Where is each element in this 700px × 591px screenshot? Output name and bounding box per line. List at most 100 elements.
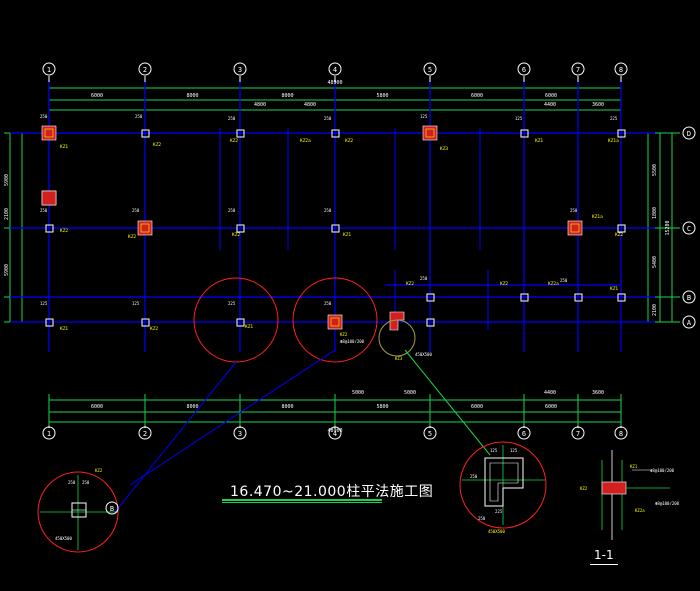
- dim-text-left: 5900: [4, 264, 10, 276]
- column-square: [331, 129, 340, 138]
- section-tag: KZ2: [580, 486, 588, 491]
- callout-circle-3: [378, 319, 416, 357]
- dim-text-right: 2100: [652, 304, 658, 316]
- section-label: 1-1: [594, 548, 614, 562]
- axis-bubble-bottom: [423, 426, 437, 440]
- dim-text-left: 5900: [4, 174, 10, 186]
- axis-bubble-bottom: [517, 426, 531, 440]
- column-dim: 250: [324, 208, 332, 213]
- axis-bubble-top: [138, 62, 152, 76]
- axis-bubble-top: [233, 62, 247, 76]
- column-dim: 225: [228, 301, 236, 306]
- column-dim: 250: [135, 114, 143, 119]
- leader-line: [114, 361, 237, 513]
- column-rebar: [44, 128, 54, 138]
- column-highlight: [41, 125, 57, 141]
- section-dim: Φ8@100/200: [650, 468, 675, 473]
- axis-label-bottom: 1: [47, 430, 51, 438]
- dim-sub-bottom: 5000: [352, 390, 364, 396]
- axis-label-bottom: 2: [143, 430, 147, 438]
- axis-label-top: 5: [428, 66, 432, 74]
- callouts: [114, 277, 491, 513]
- dim-sub-top: 3600: [592, 102, 604, 108]
- axis-bubble-top: [42, 62, 56, 76]
- dim-text-bottom: 6000: [471, 404, 483, 410]
- column-dim: 250: [560, 278, 568, 283]
- dim-text-bottom: 8000: [281, 404, 293, 410]
- axis-bubble-right: [682, 315, 696, 329]
- dim-text-right: 5400: [652, 256, 658, 268]
- axis-bubble-top: [423, 62, 437, 76]
- axis-label-top: 3: [238, 66, 242, 74]
- detail-dim: 250: [82, 480, 90, 485]
- dim-text-left: 2100: [4, 208, 10, 220]
- axis-bubble-top: [328, 62, 342, 76]
- column-highlight: [137, 220, 153, 236]
- columns: [41, 125, 626, 331]
- column-tag: KZ1: [60, 326, 68, 332]
- axis-label-top: 7: [576, 66, 580, 74]
- dim-total-top: 48900: [327, 80, 342, 86]
- dim-text-top: 8000: [281, 93, 293, 99]
- dim-sub-top: 4400: [544, 102, 556, 108]
- section-dim: Φ8@100/200: [655, 501, 680, 506]
- section-tag: KZ1: [630, 464, 638, 469]
- callout-note: Φ8@100/200: [340, 339, 365, 344]
- column-tag: KZ1: [245, 324, 253, 330]
- detail-l-column: [484, 457, 524, 507]
- axis-label-top: 1: [47, 66, 51, 74]
- column-square: [236, 224, 245, 233]
- detail-note: 450X500: [488, 529, 505, 534]
- dim-text-right: 1800: [652, 207, 658, 219]
- detail-tag: KZ2: [95, 468, 103, 473]
- column-rebar: [330, 317, 340, 327]
- dim-sub-bottom: 5000: [404, 390, 416, 396]
- axis-bubble-top: [571, 62, 585, 76]
- column-dim: 250: [132, 208, 140, 213]
- column-rebar: [570, 223, 580, 233]
- axis-bubble-bottom: [233, 426, 247, 440]
- callout-circle-2: [292, 277, 378, 363]
- detail-dim: 125: [510, 448, 518, 453]
- column-square: [520, 293, 529, 302]
- column-tag: KZ2: [128, 234, 136, 240]
- dim-text-top: 8000: [186, 93, 198, 99]
- detail-bubble: [105, 501, 119, 515]
- dim-total-bottom: 48900: [327, 428, 342, 434]
- column-tag: KZ3: [440, 146, 448, 152]
- column-dim: 250: [324, 301, 332, 306]
- column-dim: 250: [228, 208, 236, 213]
- detail-dim: 125: [490, 448, 498, 453]
- axis-bubble-right: [682, 221, 696, 235]
- column-square: [617, 293, 626, 302]
- axis-label-right: C: [687, 225, 691, 233]
- column-tag: KZ2a: [300, 138, 311, 144]
- axis-label-top: 6: [522, 66, 526, 74]
- dim-text-bottom: 5800: [376, 404, 388, 410]
- axis-bubble-top: [517, 62, 531, 76]
- dim-text-top: 6000: [91, 93, 103, 99]
- column-tag: KZ2: [615, 232, 623, 238]
- column-dim: 250: [228, 116, 236, 121]
- dim-text-bottom: 6000: [91, 404, 103, 410]
- column-highlight: [567, 220, 583, 236]
- column-tag: KZ2: [232, 232, 240, 238]
- axis-label-top: 8: [619, 66, 623, 74]
- column-square: [236, 318, 245, 327]
- column-dim: 250: [420, 276, 428, 281]
- dim-sub-top: 4800: [254, 102, 266, 108]
- column-tag: KZ1: [610, 286, 618, 292]
- column-tag: KZ1: [343, 232, 351, 238]
- column-tag: KZ2: [150, 326, 158, 332]
- column-dim: 125: [40, 301, 48, 306]
- axis-bubble-bottom: [328, 426, 342, 440]
- column-square: [574, 293, 583, 302]
- axis-label-top: 4: [333, 66, 337, 74]
- axis-label-bottom: 8: [619, 430, 623, 438]
- section-tag: KZ2a: [635, 508, 645, 513]
- column-tag: KZ1: [535, 138, 543, 144]
- column-square: [617, 129, 626, 138]
